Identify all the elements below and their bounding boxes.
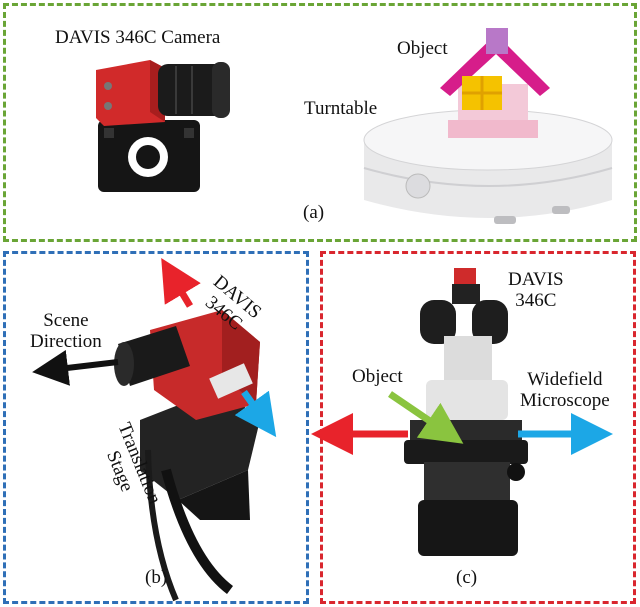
camera-label: DAVIS 346C Camera (55, 27, 221, 48)
widefield-line2: Microscope (520, 389, 610, 411)
lego-house-object (440, 28, 550, 138)
caption-b: (b) (145, 567, 168, 588)
widefield-line1: Widefield (527, 369, 603, 390)
translation-stage-photo (114, 310, 260, 602)
panel-a-frame (3, 3, 637, 242)
scene-direction-line2: Direction (30, 330, 102, 352)
scene-direction-arrow (32, 350, 119, 386)
blue-arrow-b (234, 389, 277, 438)
scene-direction-label: Scene Direction (30, 310, 102, 353)
panel-b-frame (3, 251, 309, 604)
davis-label-c: DAVIS 346C (508, 269, 564, 312)
davis-label-c-line2: 346C (515, 289, 557, 311)
turntable-photo (363, 109, 613, 224)
red-arrow-b (161, 257, 201, 308)
widefield-microscope-label: Widefield Microscope (520, 369, 610, 412)
object-label-a: Object (397, 38, 448, 59)
caption-c: (c) (456, 567, 478, 588)
davis-label-c-line1: DAVIS (508, 269, 564, 290)
object-label-c: Object (352, 366, 403, 387)
turntable-label: Turntable (304, 98, 378, 119)
object-pointer-arrow (388, 391, 464, 444)
caption-a: (a) (303, 202, 325, 223)
davis-camera-photo (96, 60, 230, 192)
scene-direction-line1: Scene (43, 310, 89, 331)
